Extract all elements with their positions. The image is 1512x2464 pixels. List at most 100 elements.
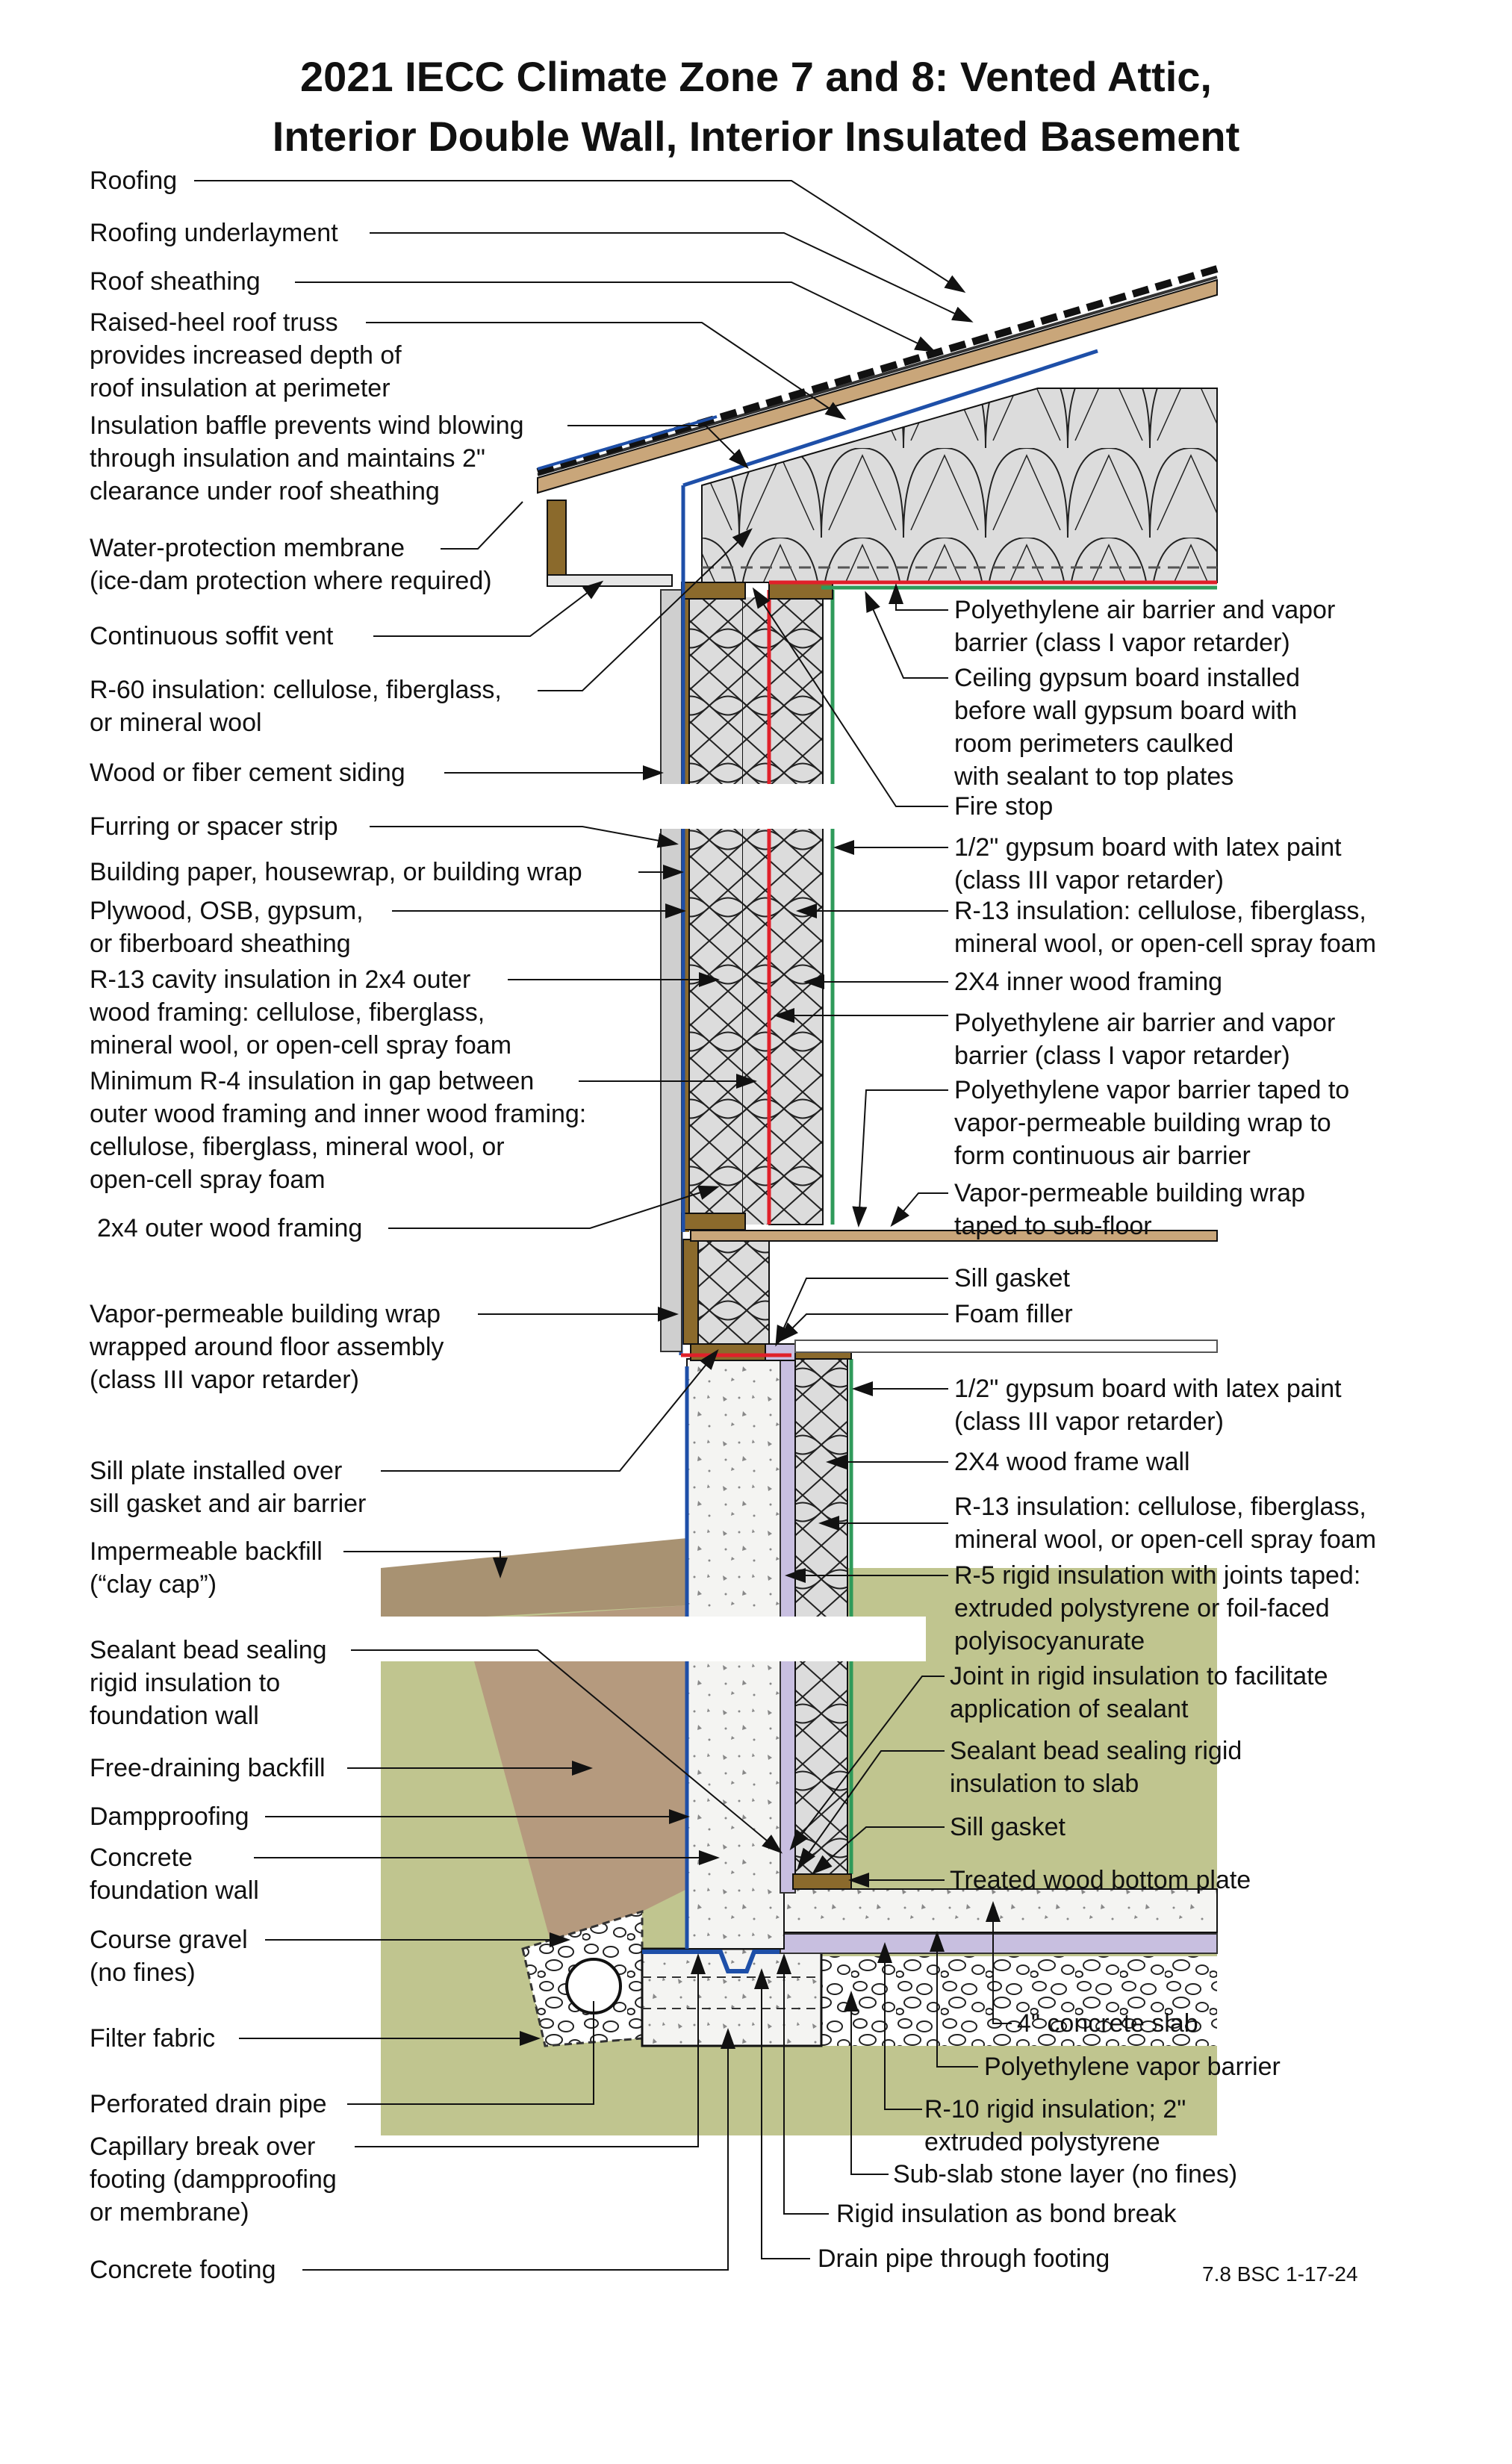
treated-wood-bottom-plate (792, 1873, 852, 1890)
diagram-title-line1: 2021 IECC Climate Zone 7 and 8: Vented A… (300, 53, 1212, 100)
leader-sill-plate (381, 1348, 719, 1472)
label-wrap-subfloor: Vapor-permeable building wrap taped to s… (954, 1179, 1305, 1240)
label-gravel: Course gravel (no fines) (90, 1926, 248, 1987)
label-concrete-wall: Concrete foundation wall (90, 1844, 259, 1905)
rim-board (682, 1239, 699, 1345)
label-roofing-underlayment: Roofing underlayment (90, 219, 338, 247)
label-sill-gasket-bottom: Sill gasket (950, 1813, 1065, 1841)
leader-roofing-underlayment (370, 232, 974, 323)
label-insulation-baffle: Insulation baffle prevents wind blowing … (90, 411, 524, 505)
label-raised-heel-truss: Raised-heel roof truss provides increase… (90, 308, 402, 402)
sub-slab-stone-layer (814, 1956, 1217, 2046)
leader-raised-heel-truss (366, 322, 847, 420)
label-furring: Furring or spacer strip (90, 812, 338, 841)
leader-sealant-slab (797, 1750, 945, 1870)
rim-joist-insulation (697, 1239, 770, 1345)
wall-break-band (657, 784, 926, 829)
label-soffit-vent: Continuous soffit vent (90, 622, 334, 650)
inner-top-plate (768, 582, 833, 600)
label-gypsum-basement: 1/2" gypsum board with latex paint (clas… (954, 1375, 1342, 1436)
basement-break-band (299, 1617, 926, 1661)
leader-drain-through-footing (754, 1968, 810, 2259)
outer-bottom-plate (681, 1213, 746, 1231)
leader-joint-rigid (789, 1676, 945, 1851)
leader-wrap-subfloor (890, 1192, 948, 1228)
fascia-board (547, 500, 567, 576)
label-sub-slab-stone: Sub-slab stone layer (no fines) (893, 2160, 1238, 2188)
leader-concrete-slab (986, 1901, 1012, 2024)
label-r60-insulation: R-60 insulation: cellulose, fiberglass, … (90, 676, 502, 737)
floor-joist (794, 1340, 1218, 1353)
leader-clay-cap (343, 1551, 508, 1578)
label-filter-fabric: Filter fabric (90, 2024, 216, 2053)
gap-insulation (743, 597, 769, 1225)
subfloor (690, 1230, 1218, 1242)
label-poly-ceiling: Polyethylene air barrier and vapor barri… (954, 596, 1336, 657)
label-poly-slab: Polyethylene vapor barrier (984, 2053, 1281, 2081)
leader-sub-slab-stone (844, 1991, 889, 2175)
sill-plate (690, 1343, 766, 1361)
roof-underlayment (537, 276, 1218, 476)
leader-r10 (877, 1942, 922, 2110)
label-dampproofing: Dampproofing (90, 1802, 249, 1831)
roof-sheathing (537, 279, 1218, 494)
leader-furring (370, 826, 679, 848)
label-clay-cap: Impermeable backfill (“clay cap”) (90, 1537, 323, 1599)
leader-concrete-footing (302, 2028, 735, 2271)
label-gypsum-wall: 1/2" gypsum board with latex paint (clas… (954, 833, 1342, 895)
label-bottom-plate: Treated wood bottom plate (950, 1866, 1251, 1894)
label-free-draining: Free-draining backfill (90, 1754, 326, 1782)
label-sill-plate: Sill plate installed over sill gasket an… (90, 1457, 367, 1518)
label-fire-stop: Fire stop (954, 792, 1054, 821)
leader-rigid-bond-break (777, 1953, 829, 2215)
leader-ceiling-gypsum (865, 591, 948, 679)
label-poly-taped: Polyethylene vapor barrier taped to vapo… (954, 1076, 1350, 1170)
label-plywood-sheathing: Plywood, OSB, gypsum, or fiberboard shea… (90, 897, 364, 958)
leader-sill-gasket-bottom (811, 1826, 945, 1875)
label-roof-sheathing: Roof sheathing (90, 267, 261, 296)
label-sealant-foundation: Sealant bead sealing rigid insulation to… (90, 1636, 327, 1730)
label-r5-rigid: R-5 rigid insulation with joints taped: … (954, 1561, 1361, 1655)
label-building-paper: Building paper, housewrap, or building w… (90, 858, 582, 886)
diagram-title-line2: Interior Double Wall, Interior Insulated… (272, 113, 1240, 160)
label-r13-outer: R-13 cavity insulation in 2x4 outer wood… (90, 965, 512, 1060)
leader-poly-taped (852, 1089, 948, 1228)
label-sealant-slab: Sealant bead sealing rigid insulation to… (950, 1737, 1242, 1798)
attic-insulation-r60 (701, 388, 1218, 583)
leader-water-protection (441, 501, 523, 550)
leader-fire-stop (752, 587, 948, 807)
leader-roof-sheathing (295, 281, 936, 352)
label-rigid-bond-break: Rigid insulation as bond break (836, 2200, 1177, 2228)
insulation-baffle (682, 349, 1098, 488)
version-stamp: 7.8 BSC 1-17-24 (1202, 2262, 1358, 2286)
label-poly-wall: Polyethylene air barrier and vapor barri… (954, 1009, 1336, 1070)
label-siding: Wood or fiber cement siding (90, 759, 405, 787)
label-r4-gap: Minimum R-4 insulation in gap between ou… (90, 1067, 587, 1194)
free-draining-backfill (463, 1605, 687, 1949)
label-roofing: Roofing (90, 167, 178, 195)
label-concrete-slab: 4" concrete slab (1017, 2009, 1198, 2038)
wall-siding (660, 589, 682, 1352)
soffit (547, 574, 673, 587)
label-capillary-break: Capillary break over footing (dampproofi… (90, 2132, 337, 2227)
leader-sealant-foundation (351, 1649, 783, 1854)
leader-poly-slab (930, 1931, 978, 2068)
concrete-footing (641, 1947, 823, 2047)
label-r13-inner: R-13 insulation: cellulose, fiberglass, … (954, 897, 1377, 958)
label-wood-frame-wall: 2X4 wood frame wall (954, 1448, 1190, 1476)
leader-soffit-vent (373, 580, 604, 637)
label-sill-gasket-top: Sill gasket (954, 1264, 1070, 1292)
label-drain-through-footing: Drain pipe through footing (818, 2244, 1110, 2273)
leader-outer-framing (388, 1185, 720, 1229)
leader-roofing (194, 180, 966, 293)
label-r13-basement: R-13 insulation: cellulose, fiberglass, … (954, 1493, 1377, 1554)
label-foam-filler: Foam filler (954, 1300, 1073, 1328)
label-concrete-footing: Concrete footing (90, 2256, 276, 2284)
label-joint-rigid: Joint in rigid insulation to facilitate … (950, 1662, 1328, 1723)
leader-poly-ceiling (889, 583, 948, 611)
leader-lines (194, 180, 1012, 2271)
leader-foam-filler (778, 1313, 948, 1343)
capillary-break (642, 1950, 821, 1973)
leader-insulation-baffle (567, 425, 749, 469)
